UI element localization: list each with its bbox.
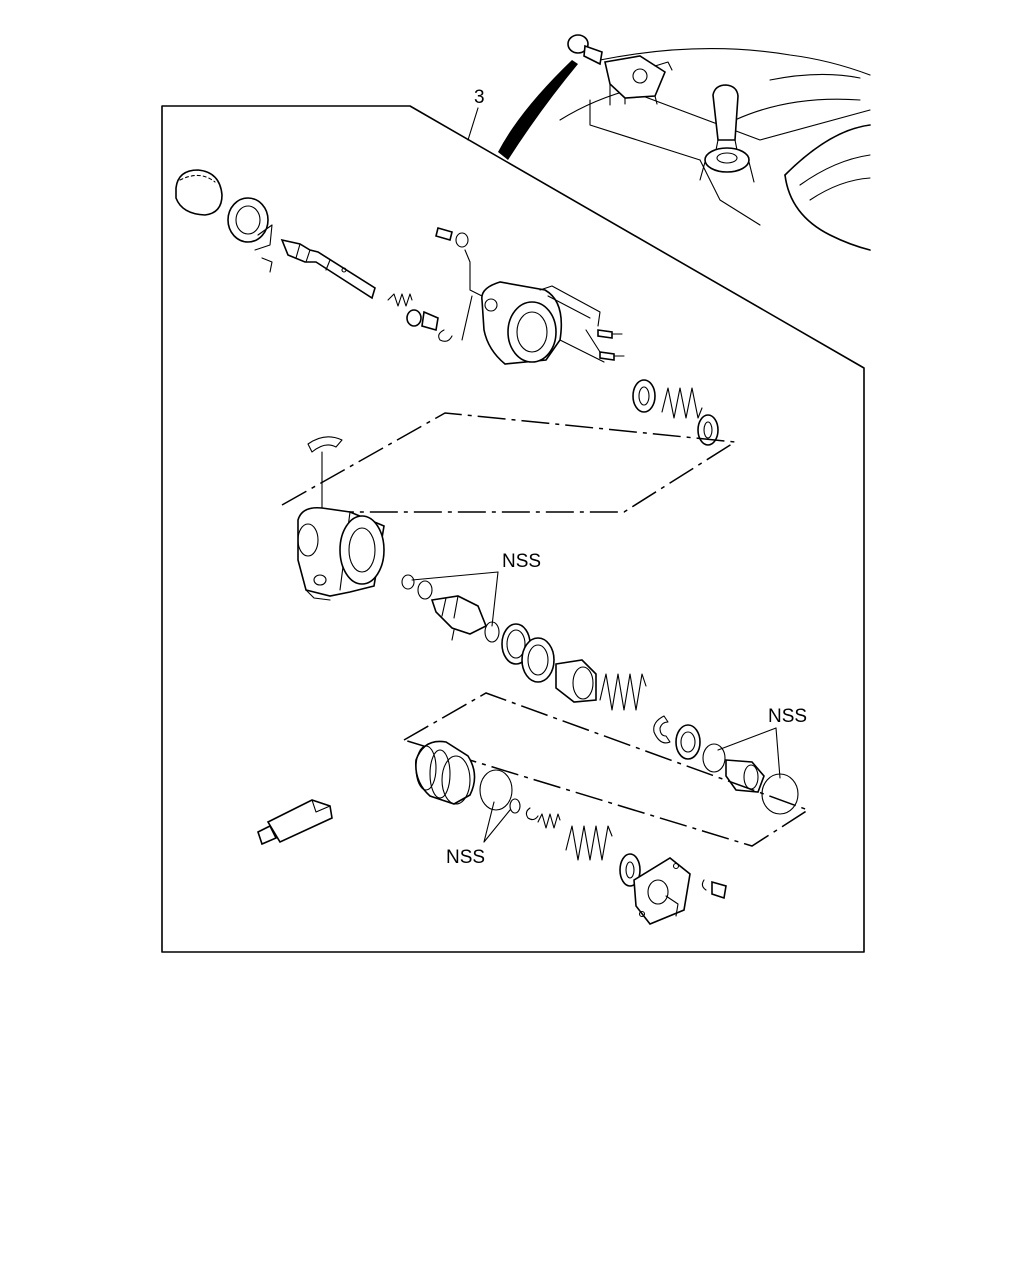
cover-clip-icon bbox=[701, 879, 707, 891]
o-ring-icon bbox=[401, 574, 415, 590]
washer-icon bbox=[417, 580, 433, 600]
upper-valve-group bbox=[175, 169, 719, 446]
middle-valve-group bbox=[297, 436, 799, 815]
screws-icon bbox=[559, 329, 625, 363]
nss-label-right: NSS bbox=[768, 706, 808, 727]
nss-leaders bbox=[411, 571, 781, 843]
bolt-icon bbox=[435, 227, 491, 301]
piston-rings-icon bbox=[501, 623, 555, 683]
installed-valve-icon bbox=[567, 34, 673, 105]
shift-lever-icon bbox=[699, 84, 755, 183]
assembly-number-label: 3 bbox=[474, 87, 485, 108]
clip-icon bbox=[307, 436, 343, 453]
assembly-frame bbox=[161, 105, 865, 953]
collar-icon bbox=[227, 197, 273, 273]
grease-tube-icon bbox=[257, 799, 333, 846]
lower-piston-icon bbox=[414, 740, 476, 805]
dashed-bracket-upper bbox=[281, 412, 738, 513]
cover-bolt-icon bbox=[711, 880, 727, 900]
small-o-ring-icon bbox=[509, 798, 521, 814]
valve-body-icon bbox=[481, 281, 601, 365]
washer-spring-icon bbox=[632, 379, 719, 446]
vehicle-context bbox=[467, 34, 871, 251]
small-spring-icon bbox=[537, 813, 561, 829]
housing-icon bbox=[297, 506, 385, 601]
nss-label-middle: NSS bbox=[502, 551, 542, 572]
knob-icon bbox=[175, 169, 223, 216]
lower-washer-icon bbox=[619, 853, 641, 887]
dashed-bracket-lower bbox=[403, 692, 810, 847]
assembly-leader bbox=[498, 60, 578, 160]
small-clip-icon bbox=[525, 807, 539, 821]
lower-o-ring-icon bbox=[479, 769, 513, 811]
snap-ring-icon bbox=[653, 715, 671, 744]
retainer-icon bbox=[675, 724, 701, 760]
end-cover-icon bbox=[633, 857, 691, 925]
piston-icon bbox=[555, 659, 597, 703]
lower-valve-group bbox=[257, 740, 727, 925]
shaft-icon bbox=[280, 238, 376, 300]
o-ring-right-icon bbox=[702, 743, 726, 773]
nss-label-lower: NSS bbox=[446, 847, 486, 868]
spool-icon bbox=[430, 595, 500, 643]
detent-spring-icon bbox=[387, 293, 453, 342]
large-o-ring-icon bbox=[761, 773, 799, 815]
lower-spring-icon bbox=[565, 825, 613, 861]
return-spring-icon bbox=[599, 673, 647, 711]
